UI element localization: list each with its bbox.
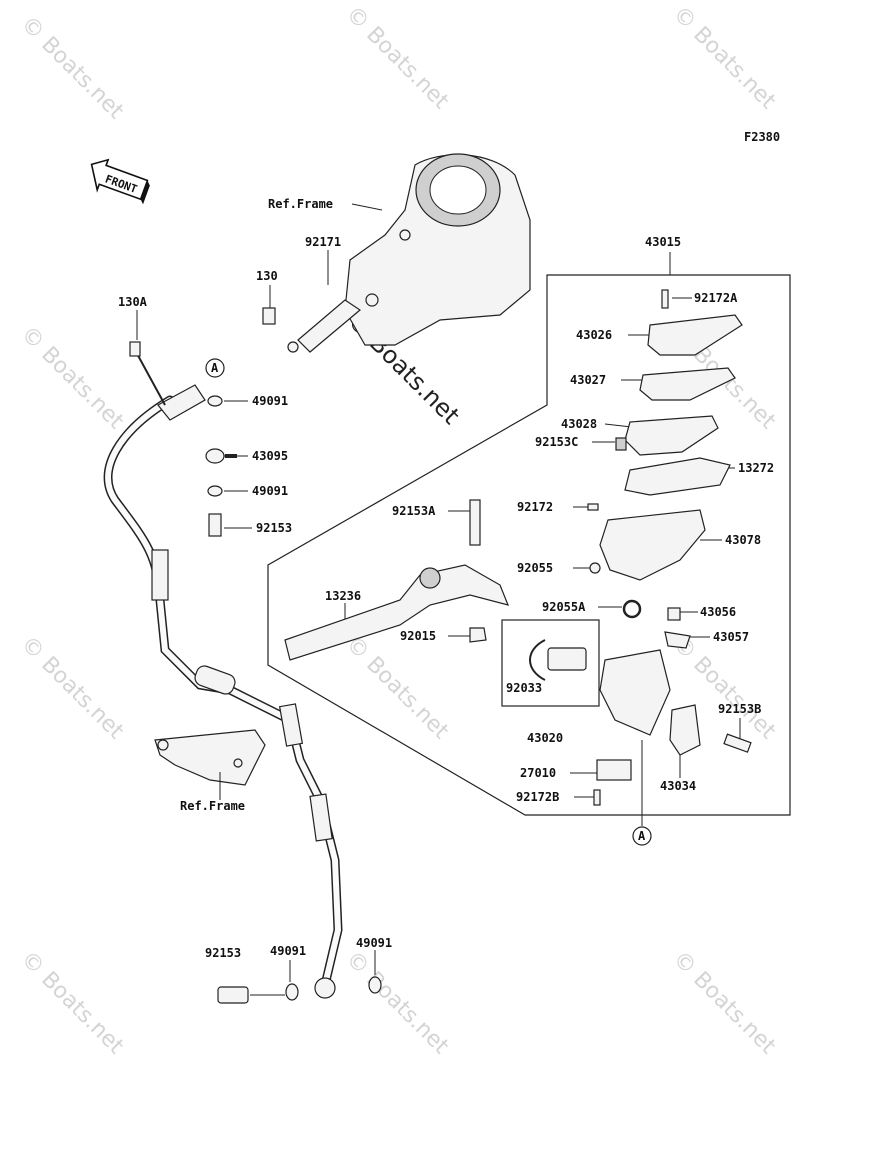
ref-frame-top: Ref.Frame <box>268 197 333 211</box>
part-label: 13236 <box>325 589 361 603</box>
part-label: 43095 <box>252 449 288 463</box>
watermark: © Boats.net <box>16 12 129 125</box>
frame-bottom <box>154 729 266 800</box>
part-label: 130 <box>256 269 278 283</box>
part-label: 92015 <box>400 629 436 643</box>
part-label: 27010 <box>520 766 556 780</box>
part-label: 49091 <box>252 484 288 498</box>
part-label: 92153C <box>535 435 578 449</box>
piston-kit-box <box>501 619 600 707</box>
watermark: © Boats.net <box>668 2 781 115</box>
watermark: © Boats.net <box>668 947 781 1060</box>
banjo-fitting-top <box>129 307 276 537</box>
master-cylinder <box>469 289 752 806</box>
part-label: 43015 <box>645 235 681 249</box>
part-label: 92055A <box>542 600 586 614</box>
part-labels: 43015 92171 130 130A 92172A 43026 43027 … <box>118 235 774 960</box>
part-label: 43034 <box>660 779 696 793</box>
watermark: © Boats.net <box>16 632 129 745</box>
watermark: © Boats.net <box>16 947 129 1060</box>
part-label: 92153B <box>718 702 761 716</box>
part-label: 13272 <box>738 461 774 475</box>
part-label: 92171 <box>305 235 341 249</box>
svg-text:A: A <box>211 361 219 375</box>
clutch-lever <box>284 564 509 661</box>
callout-a-top: A <box>205 358 225 378</box>
banjo-fitting-bottom <box>217 976 382 1004</box>
part-label: 43020 <box>527 731 563 745</box>
part-label: 49091 <box>270 944 306 958</box>
part-label: 43027 <box>570 373 606 387</box>
diagram-code: F2380 <box>744 130 780 144</box>
part-label: 92172A <box>694 291 738 305</box>
hose <box>103 349 343 990</box>
part-label: 92153A <box>392 504 436 518</box>
part-label: 49091 <box>356 936 392 950</box>
front-arrow: FRONT <box>90 158 150 205</box>
part-label: 92153 <box>256 521 292 535</box>
watermark: © Boats.net <box>341 2 454 115</box>
part-label: 49091 <box>252 394 288 408</box>
part-label: 92172 <box>517 500 553 514</box>
watermark: © Boats.net <box>341 632 454 745</box>
svg-text:A: A <box>638 829 646 843</box>
part-label: 43028 <box>561 417 597 431</box>
part-label: 130A <box>118 295 148 309</box>
part-label: 92033 <box>506 681 542 695</box>
frame-top <box>287 153 531 353</box>
assembly-box <box>267 274 791 816</box>
part-label: 92055 <box>517 561 553 575</box>
part-label: 92153 <box>205 946 241 960</box>
part-label: 43026 <box>576 328 612 342</box>
part-label: 43057 <box>713 630 749 644</box>
callout-a-bottom: A <box>632 740 652 846</box>
part-label: 43056 <box>700 605 736 619</box>
part-label: 92172B <box>516 790 559 804</box>
watermark: © Boats.net <box>341 947 454 1060</box>
leader-lines <box>136 203 741 996</box>
ref-frame-bottom: Ref.Frame <box>180 799 245 813</box>
watermark: © Boats.net <box>16 322 129 435</box>
piston-kit <box>529 639 587 681</box>
part-label: 43078 <box>725 533 761 547</box>
